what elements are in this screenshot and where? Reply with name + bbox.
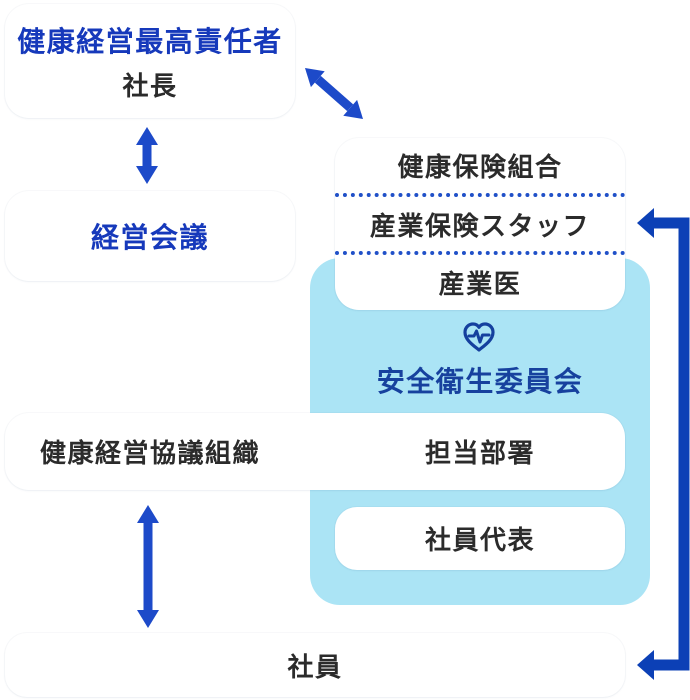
arrow-ceo-management xyxy=(136,127,158,184)
department-label: 担当部署 xyxy=(424,438,535,468)
connector-employees-occupational-staff xyxy=(637,208,690,680)
ceo-title: 健康経営最高責任者 xyxy=(17,25,283,57)
employees-box: 社員 xyxy=(5,633,625,697)
management-meeting-label: 経営会議 xyxy=(90,222,209,253)
insurance-union-label: 健康保険組合 xyxy=(397,151,563,182)
employees-label: 社員 xyxy=(287,651,343,682)
arrow-ceo-insurance-stack xyxy=(305,68,363,119)
arrow-council-employees xyxy=(137,505,159,628)
department-section: 担当部署 xyxy=(310,413,650,490)
ceo-subtitle: 社長 xyxy=(122,70,178,101)
insurance-stack-box: 健康保険組合 産業保険スタッフ 産業医 xyxy=(335,138,625,310)
occupational-doctor-row: 産業医 xyxy=(335,251,625,310)
occupational-staff-label: 産業保険スタッフ xyxy=(369,210,590,241)
heart-pulse-icon xyxy=(462,321,496,353)
occupational-staff-row: 産業保険スタッフ xyxy=(335,192,625,252)
council-band: 健康経営協議組織 担当部署 xyxy=(5,413,625,490)
employee-rep-box: 社員代表 xyxy=(335,507,625,570)
insurance-union-row: 健康保険組合 xyxy=(335,138,625,193)
occupational-doctor-label: 産業医 xyxy=(438,269,522,300)
council-label: 健康経営協議組織 xyxy=(40,438,261,468)
management-meeting-box: 経営会議 xyxy=(5,191,295,281)
employee-rep-label: 社員代表 xyxy=(424,525,535,555)
ceo-box: 健康経営最高責任者 社長 xyxy=(5,4,295,118)
safety-committee-label: 安全衛生委員会 xyxy=(376,366,584,397)
council-section: 健康経営協議組織 xyxy=(40,413,260,490)
